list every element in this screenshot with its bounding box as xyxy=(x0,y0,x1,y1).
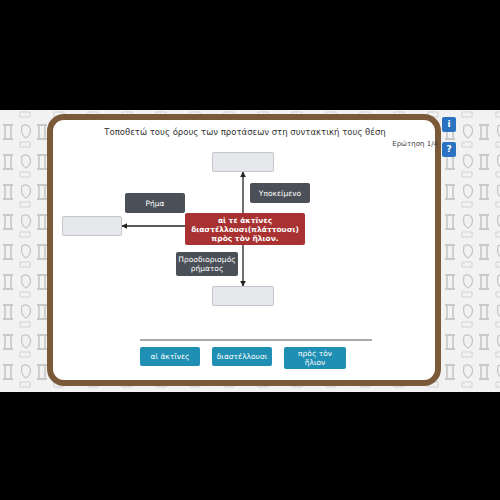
help-button: ? xyxy=(442,142,456,157)
node-text: αἱ τε ἀκτῖνες διαστέλλουσι(πλάττουσι) πρ… xyxy=(188,216,302,243)
arrow-connector xyxy=(122,225,185,226)
info-button: i xyxy=(442,117,456,132)
page-title: Τοποθετώ τους όρους των προτάσεων στη συ… xyxy=(0,127,490,137)
pattern-ground xyxy=(0,110,500,392)
bottom-bar xyxy=(0,392,500,500)
sentence-box: αἱ τε ἀκτῖνες διαστέλλουσι(πλάττουσι) πρ… xyxy=(185,213,305,245)
answer-button: αἱ ἀκτῖνες xyxy=(140,347,200,366)
node-text: Υποκείμενο xyxy=(259,189,301,198)
node-text: αἱ ἀκτῖνες xyxy=(151,352,190,361)
node-text: ? xyxy=(446,144,451,155)
node-text: διαστέλλουσι xyxy=(217,352,268,361)
node-text: Προσδιορισμός ρήματος xyxy=(178,255,235,273)
node-text: Ρήμα xyxy=(146,199,165,208)
divider-line xyxy=(140,340,372,341)
top-bar xyxy=(0,0,500,110)
role-label: Υποκείμενο xyxy=(250,183,310,203)
drop-zone xyxy=(212,152,274,172)
question-counter: Ερώτηση 1/4 xyxy=(392,140,438,148)
answer-button: πρὸς τὸν ἥλιον xyxy=(284,347,346,369)
role-label: Ρήμα xyxy=(125,193,185,213)
arrow-connector xyxy=(242,245,243,286)
drop-zone xyxy=(212,286,274,306)
card-frame xyxy=(50,117,438,383)
arrow-connector xyxy=(242,172,243,213)
node-text: πρὸς τὸν ἥλιον xyxy=(287,349,343,367)
icon-pattern xyxy=(0,110,500,392)
drop-zone xyxy=(62,216,122,236)
role-label: Προσδιορισμός ρήματος xyxy=(176,252,238,276)
node-text: i xyxy=(447,119,450,130)
answer-button: διαστέλλουσι xyxy=(212,347,272,366)
